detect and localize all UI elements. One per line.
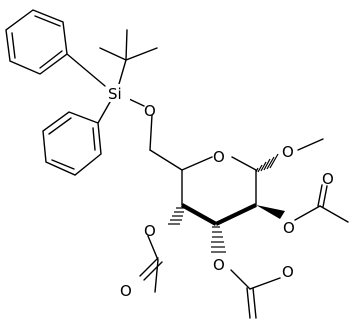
- acetoxy-group-c4: [139, 207, 184, 293]
- atom-labels: Si O O O O O O O O O: [108, 84, 334, 300]
- c4-carbonyl-oxygen-label: O: [120, 282, 132, 300]
- methoxy-group: [255, 138, 324, 173]
- c2-carbonyl-oxygen-label: O: [322, 170, 334, 188]
- phenyl-ring-upper: [5, 9, 106, 87]
- acetoxy-group-c3: [211, 226, 281, 319]
- silyl-oxygen-label: O: [144, 102, 156, 120]
- silicon-label: Si: [108, 85, 122, 103]
- c3-ester-oxygen-label: O: [213, 256, 225, 274]
- c2-ester-oxygen-label: O: [283, 219, 295, 237]
- pyranose-ring: [180, 156, 257, 226]
- c4-ester-oxygen-label: O: [144, 222, 156, 240]
- methoxy-oxygen-label: O: [282, 143, 294, 161]
- ring-oxygen-label: O: [213, 148, 225, 166]
- tert-butyl-group: [99, 29, 158, 85]
- c3-carbonyl-oxygen-label: O: [282, 263, 294, 281]
- phenyl-ring-lower: [42, 101, 111, 176]
- acetoxy-group-c2: [256, 184, 349, 223]
